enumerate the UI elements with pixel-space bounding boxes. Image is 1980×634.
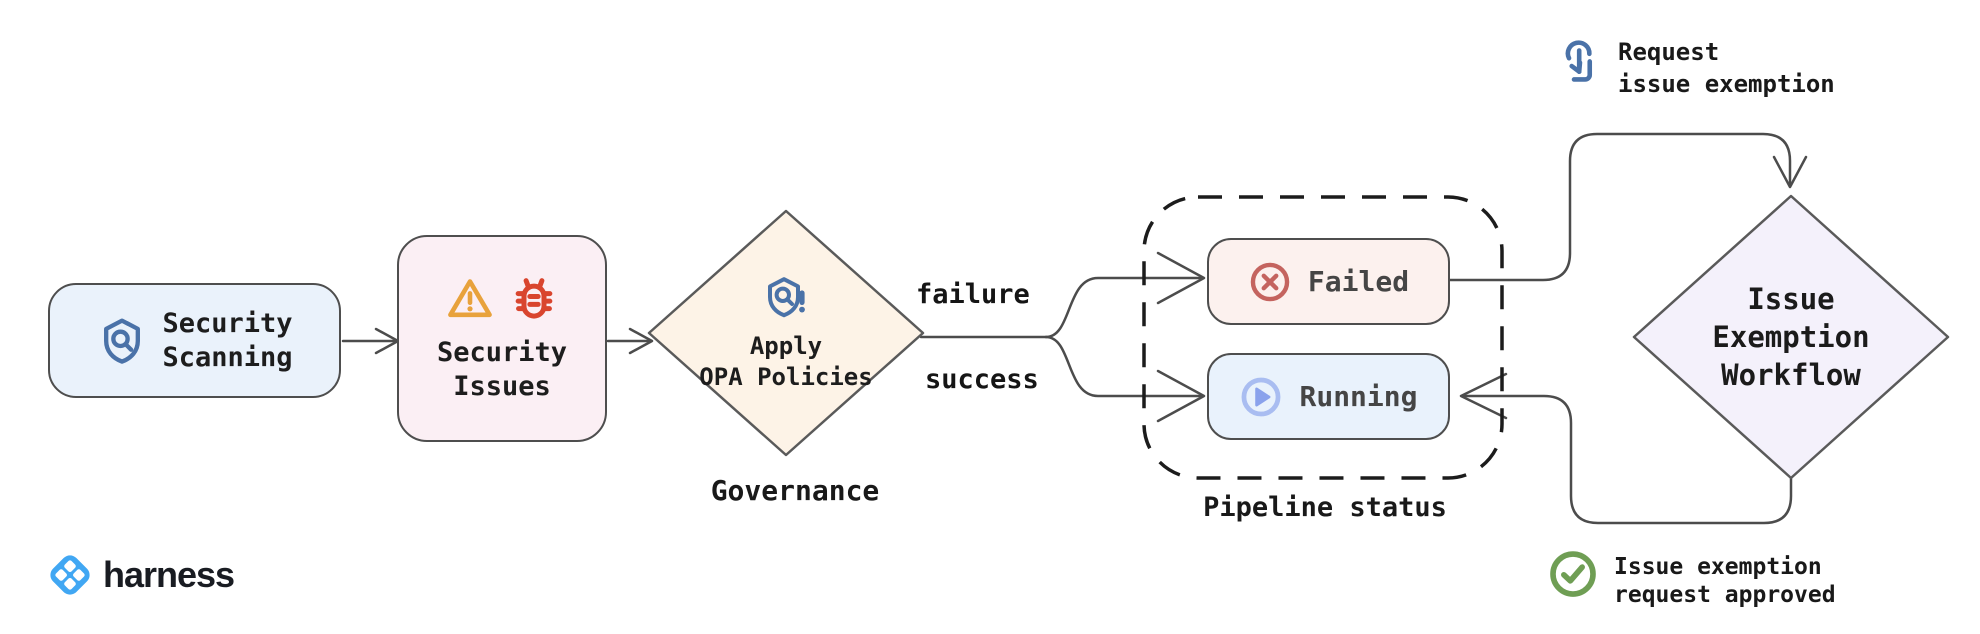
failed-label: Failed xyxy=(1307,265,1410,298)
request-exemption-line2: issue exemption xyxy=(1618,70,1835,99)
node-running: Running xyxy=(1207,353,1450,440)
arrowhead-running-right xyxy=(1459,372,1508,420)
harness-logo-icon xyxy=(50,555,90,595)
node-security-scanning: Security Scanning xyxy=(48,283,341,398)
security-scanning-label-line2: Scanning xyxy=(162,341,293,373)
apply-opa-label-line2: OPA Policies xyxy=(699,363,873,391)
arrowhead-failed xyxy=(1156,251,1206,305)
circle-play-icon xyxy=(1242,377,1281,416)
arrowhead-running-left xyxy=(1156,369,1206,423)
running-label: Running xyxy=(1299,380,1418,413)
security-scanning-label-line1: Security xyxy=(162,307,293,339)
arrowhead-exemption xyxy=(1772,155,1808,189)
approved-line2: request approved xyxy=(1614,581,1836,608)
edge-exemption-running xyxy=(1462,394,1793,525)
apply-opa-label-line1: Apply xyxy=(749,331,823,360)
circle-x-icon xyxy=(1250,262,1290,301)
exemption-diamond-shape xyxy=(1632,194,1950,480)
node-issue-exemption-workflow: Issue Exemption Workflow xyxy=(1630,192,1952,482)
edge-failed-exemption xyxy=(1448,132,1792,282)
harness-branding: harness xyxy=(46,551,235,599)
edge-failure-branch xyxy=(1044,276,1205,339)
node-security-issues: Security Issues xyxy=(397,235,607,442)
approved-annotation: Issue exemption request approved xyxy=(1548,549,1836,609)
exemption-label-line1: Issue xyxy=(1747,281,1835,316)
tap-request-icon xyxy=(1565,40,1593,82)
pipeline-status-caption: Pipeline status xyxy=(1203,492,1447,523)
opa-diamond-shape xyxy=(647,209,925,457)
edge-success-branch xyxy=(1044,335,1205,398)
harness-wordmark: harness xyxy=(103,554,235,595)
security-issues-label-line1: Security xyxy=(436,336,568,368)
bug-icon xyxy=(515,277,553,319)
node-failed: Failed xyxy=(1207,238,1450,325)
shield-search-icon xyxy=(104,317,141,364)
warning-icon xyxy=(448,278,492,317)
shield-alert-icon xyxy=(768,277,805,318)
exemption-label-line2: Exemption xyxy=(1712,319,1870,354)
security-issues-icons xyxy=(444,274,560,324)
exemption-label-line3: Workflow xyxy=(1721,358,1861,393)
arrowhead-opa xyxy=(628,327,654,355)
failure-edge-label: failure xyxy=(916,279,1030,310)
success-edge-label: success xyxy=(925,364,1039,395)
request-exemption-line1: Request xyxy=(1618,38,1720,66)
governance-caption: Governance xyxy=(710,474,880,507)
pipeline-status-group-border xyxy=(1142,195,1504,480)
approved-line1: Issue exemption xyxy=(1614,554,1822,580)
security-issues-label-line2: Issues xyxy=(453,370,551,402)
check-circle-icon xyxy=(1550,551,1596,597)
request-exemption-annotation: Request issue exemption xyxy=(1556,36,1835,101)
node-apply-opa-policies: Apply OPA Policies xyxy=(645,207,927,459)
